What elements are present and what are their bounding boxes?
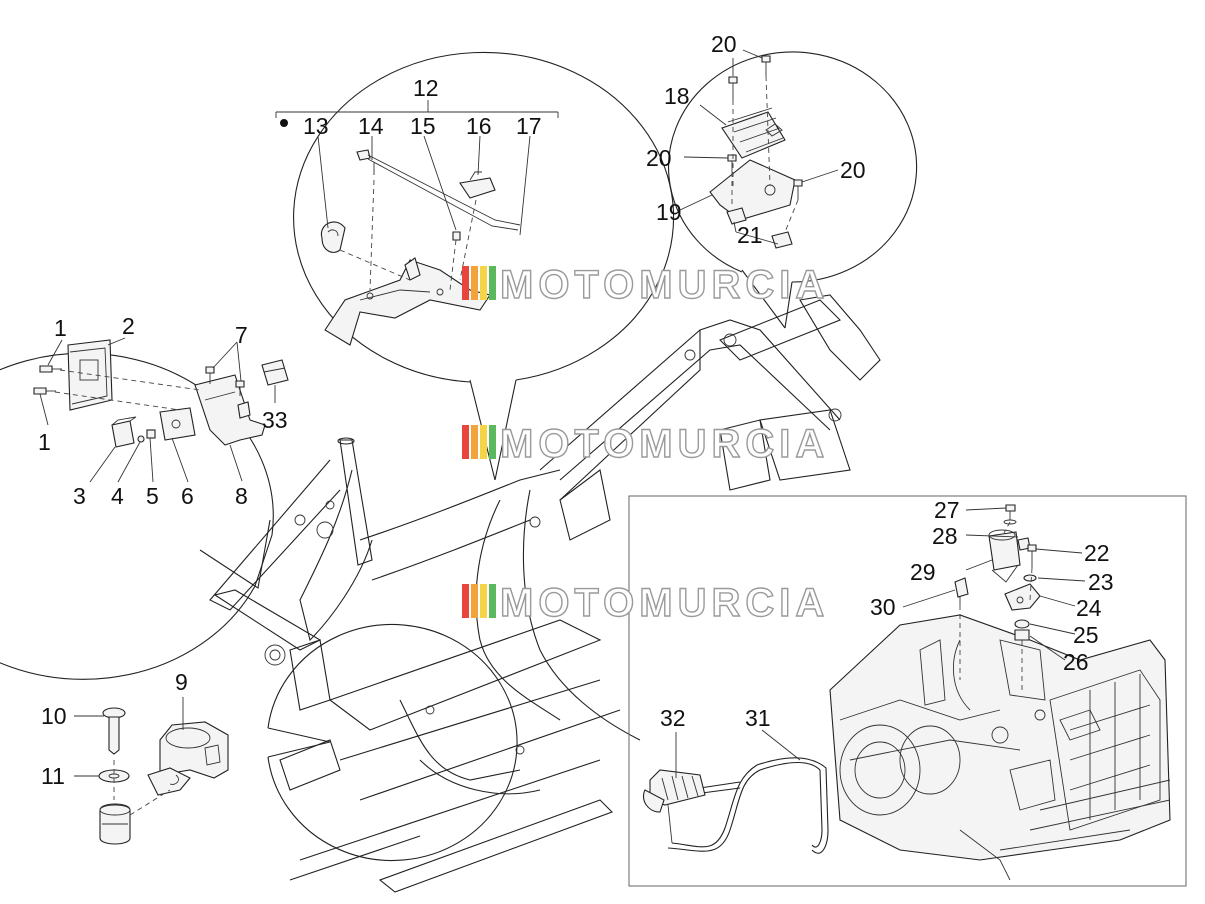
detail-circle-wiring [275, 51, 675, 481]
callout-19: 19 [656, 199, 682, 225]
callout-22: 22 [1084, 540, 1110, 566]
detail-circle-sensor [267, 624, 518, 861]
watermark-2: MOTOMURCIA [462, 421, 829, 467]
callout-11: 11 [41, 763, 65, 789]
callout-labels: 1 1 2 3 4 5 6 7 8 9 10 11 12 13 14 15 16… [38, 31, 1114, 789]
watermark-text: MOTOMURCIA [500, 263, 829, 307]
callout-16: 16 [466, 113, 492, 139]
callout-26: 26 [1063, 649, 1089, 675]
callout-30: 30 [870, 594, 896, 620]
callout-4: 4 [111, 483, 124, 509]
part-23-washer [1023, 574, 1037, 582]
part-22-screw [1027, 544, 1037, 568]
callout-25: 25 [1073, 622, 1099, 648]
part-27-screw [1003, 504, 1017, 525]
callout-6: 6 [181, 483, 194, 509]
callout-13: 13 [303, 113, 329, 139]
scooter-frame [209, 294, 881, 893]
engine-body [829, 614, 1171, 881]
callout-31: 31 [745, 705, 771, 731]
sensor-leader-lines [74, 697, 184, 816]
part-8-bracket [194, 374, 266, 446]
callout-24: 24 [1076, 595, 1102, 621]
callout-20: 20 [711, 31, 737, 57]
callout-15: 15 [410, 113, 436, 139]
part-3-relay [111, 416, 137, 448]
watermark-text: MOTOMURCIA [500, 422, 829, 466]
callout-1: 1 [38, 429, 51, 455]
callout-17: 17 [516, 113, 542, 139]
detail-circle-regulator [668, 51, 918, 329]
watermark-text: MOTOMURCIA [500, 581, 829, 625]
callout-12: 12 [413, 75, 439, 101]
rubber-mount [99, 803, 131, 845]
part-32-sensor-plug [642, 769, 706, 844]
part-1-screw [33, 365, 62, 395]
part-28-29-starter-relay [988, 529, 1031, 583]
part-30-sensor [954, 577, 969, 605]
part-33-cap [261, 359, 289, 386]
part-9-sensor [147, 721, 229, 796]
part-4-screw [137, 435, 145, 443]
callout-8: 8 [235, 483, 248, 509]
engine-leader-lines [675, 507, 1086, 778]
callout-1: 1 [54, 315, 67, 341]
callout-33: 33 [262, 407, 288, 433]
callout-10: 10 [41, 703, 67, 729]
callout-29: 29 [910, 559, 936, 585]
watermark-3: MOTOMURCIA [462, 580, 829, 626]
part-7-screw [205, 366, 245, 396]
part-14-cable-tie [356, 149, 521, 231]
relay-leader-lines [39, 337, 276, 483]
part-10-bolt [102, 707, 126, 755]
part-6-plate [159, 407, 196, 441]
part-5-nut [146, 429, 156, 439]
wiring-leader-lines [317, 135, 531, 291]
watermark-1: MOTOMURCIA [462, 262, 829, 308]
part-15-screw [452, 231, 461, 241]
callout-9: 9 [175, 669, 188, 695]
callout-20: 20 [646, 145, 672, 171]
callout-18: 18 [664, 83, 690, 109]
part-26-bushing [1014, 629, 1030, 641]
callout-28: 28 [932, 523, 958, 549]
callout-23: 23 [1088, 569, 1114, 595]
part-31-cable [667, 757, 829, 854]
part-25-grommet [1014, 619, 1030, 629]
callout-7: 7 [235, 322, 248, 348]
part-18-regulator [721, 107, 786, 159]
regulator-leader-lines [679, 49, 839, 245]
part-2-cover [67, 339, 113, 411]
callout-20: 20 [840, 157, 866, 183]
part-19-plate [709, 159, 796, 221]
callout-32: 32 [660, 705, 686, 731]
engine-detail-frame [628, 495, 1187, 887]
part-16-clip [459, 171, 496, 199]
callout-3: 3 [73, 483, 86, 509]
callout-2: 2 [122, 313, 135, 339]
callout-5: 5 [146, 483, 159, 509]
part-24-bracket [1004, 583, 1041, 611]
part-13-clamp [320, 221, 346, 253]
callout-14: 14 [358, 113, 384, 139]
callout-21: 21 [737, 222, 763, 248]
callout-27: 27 [934, 497, 960, 523]
